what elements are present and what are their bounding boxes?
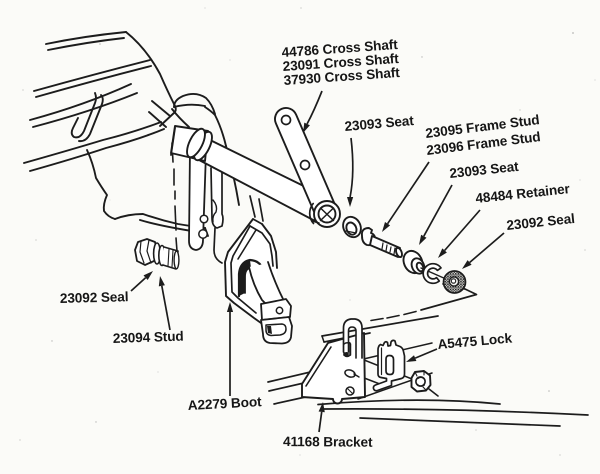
svg-text:A2279 Boot: A2279 Boot [187, 394, 262, 413]
svg-text:23094 Stud: 23094 Stud [113, 329, 184, 346]
svg-text:23093 Seat: 23093 Seat [344, 113, 415, 134]
svg-text:23092 Seal: 23092 Seal [60, 289, 129, 306]
svg-text:41168 Bracket: 41168 Bracket [283, 434, 373, 450]
svg-text:A5475 Lock: A5475 Lock [437, 331, 513, 352]
svg-text:48484 Retainer: 48484 Retainer [475, 181, 571, 206]
svg-text:23093 Seat: 23093 Seat [449, 159, 520, 181]
svg-text:23092 Seal: 23092 Seal [506, 211, 576, 233]
